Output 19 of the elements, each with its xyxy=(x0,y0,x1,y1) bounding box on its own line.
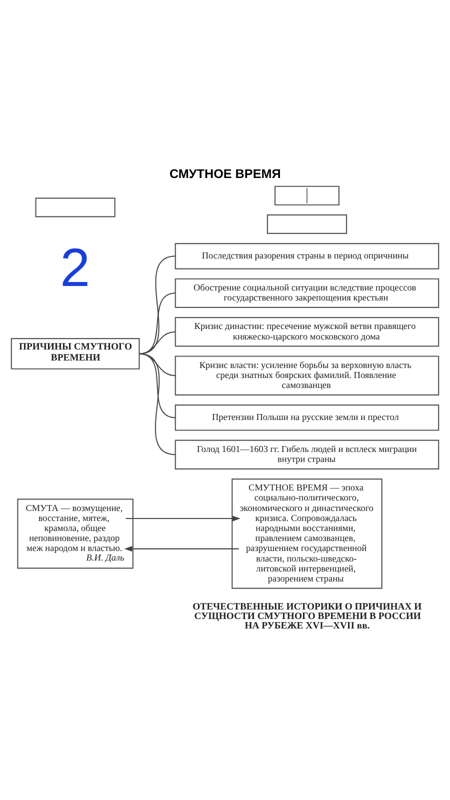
arrow xyxy=(126,515,240,521)
label: ОТЕЧЕСТВЕННЫЕ ИСТОРИКИ О ПРИЧИНАХ И СУЩНОСТИ СМУТНОГО ВРЕМЕНИ В РОССИИ НА РУБЕЖЕ XVI—XVII вв. xyxy=(192,600,422,632)
diagram-title: СМУТНОЕ ВРЕМЯ xyxy=(170,166,281,180)
node-box xyxy=(35,197,116,217)
connector xyxy=(139,352,176,455)
node-box: Претензии Польши на русские земли и престол xyxy=(174,404,440,430)
node-box: Голод 1601—1603 гг. Гибель людей и всплеск миграции внутри страны xyxy=(174,439,440,469)
node-box: Последствия разорения страны в период опричнины xyxy=(174,242,440,269)
node-box: Кризис власти: усиление борьбы за верховную власть среди знатных боярских фамилий. Появление самозванцев xyxy=(174,355,440,395)
node-box: Кризис династии: пресечение мужской ветви правящего княжеско-царского московского дома xyxy=(174,316,440,346)
arrow xyxy=(124,546,239,552)
label: 2 xyxy=(60,237,90,298)
node-box: ПРИЧИНЫ СМУТНОГО ВРЕМЕНИ xyxy=(10,338,140,369)
connector xyxy=(139,352,176,418)
node-box: Обострение социальной ситуации вследствие процессов государственного закрепощения крестьян xyxy=(174,278,440,308)
node-box xyxy=(266,214,348,234)
connector xyxy=(139,330,176,354)
connector xyxy=(139,292,176,354)
connector xyxy=(139,255,176,354)
